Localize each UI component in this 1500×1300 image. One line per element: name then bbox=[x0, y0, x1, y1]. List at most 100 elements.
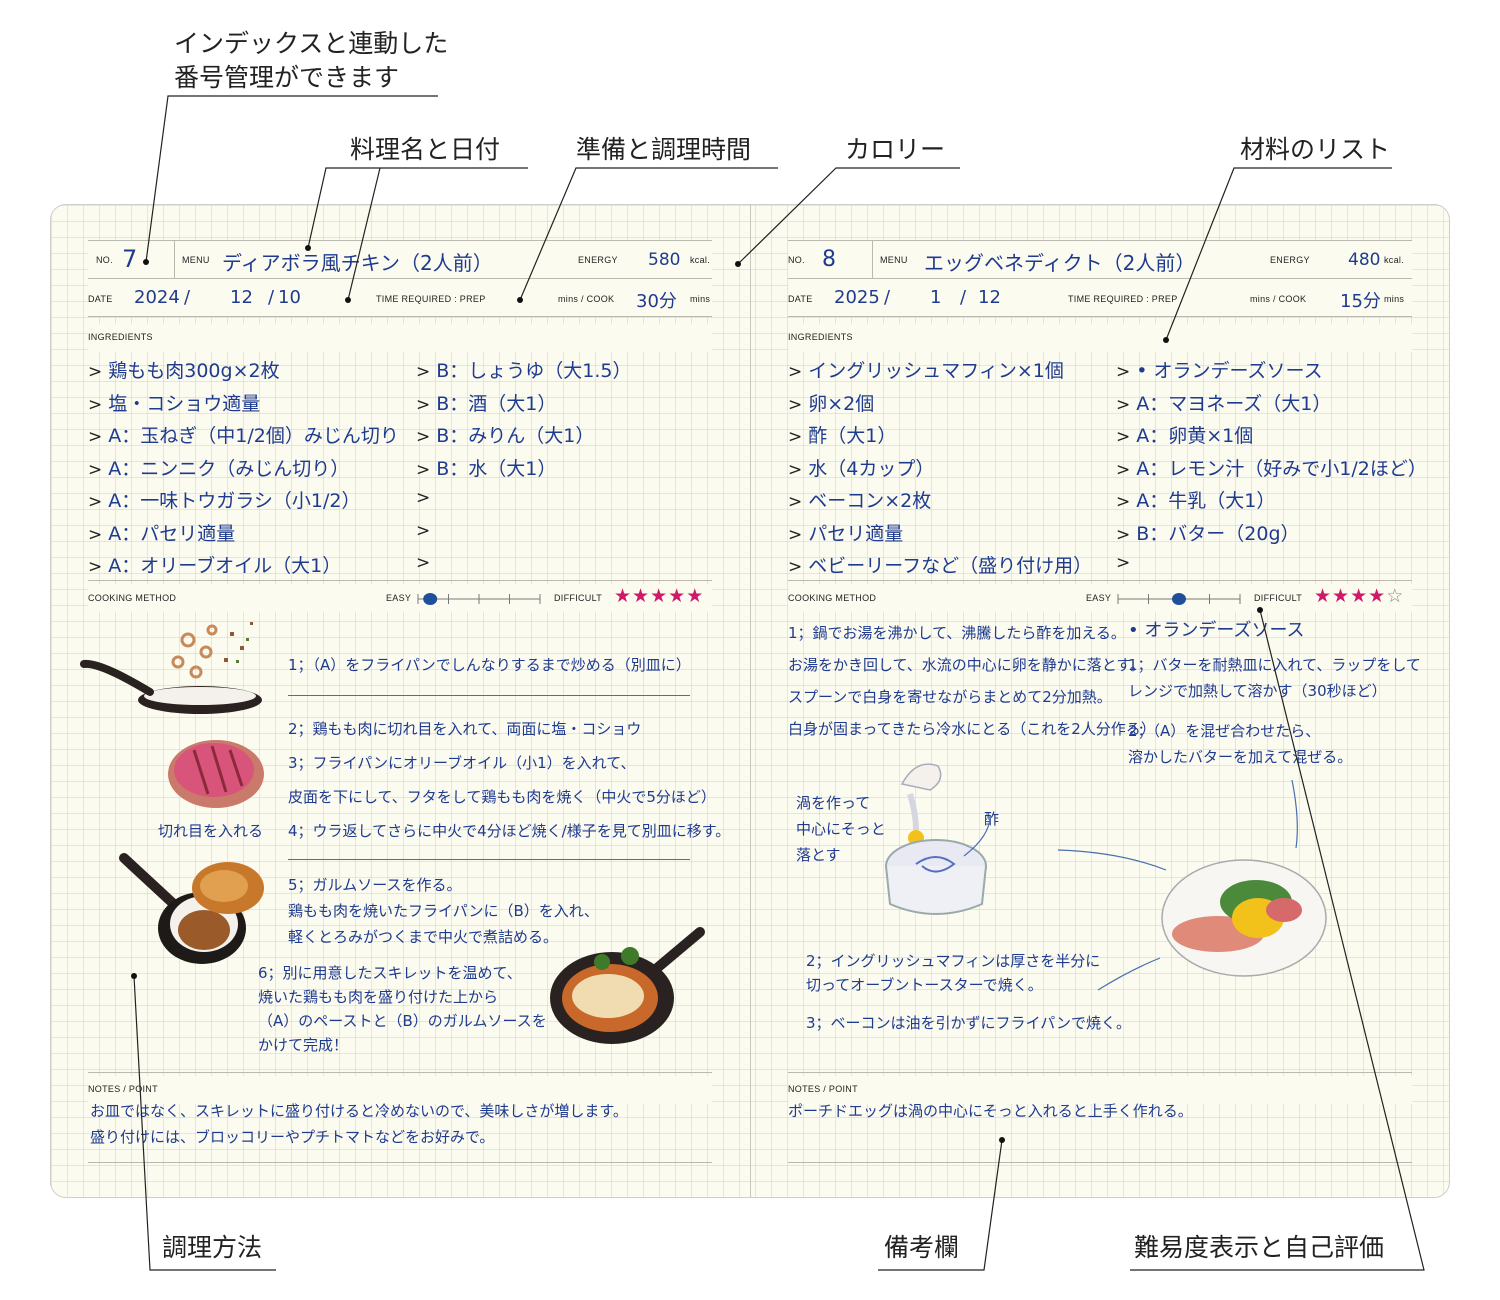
poach-note-a: 渦を作って bbox=[796, 794, 871, 812]
ingredient-item: >鶏もも肉300g×2枚 bbox=[88, 356, 280, 383]
ingredient-item: >ベーコン×2枚 bbox=[788, 486, 931, 513]
date-month[interactable]: 12 bbox=[230, 287, 253, 308]
difficulty-slider[interactable] bbox=[1114, 589, 1244, 609]
star-icon[interactable]: ★ bbox=[1332, 585, 1351, 607]
step-3a: 3；フライパンにオリーブオイル（小1）を入れて、 bbox=[288, 754, 636, 772]
divider bbox=[872, 241, 873, 278]
ingredient-text: A：オリーブオイル（大1） bbox=[108, 555, 342, 577]
prep-label: TIME REQUIRED : PREP bbox=[376, 294, 486, 304]
chevron-right-icon: > bbox=[1116, 362, 1131, 382]
menu-label: MENU bbox=[182, 255, 210, 265]
step-3: 3；ベーコンは油を引かずにフライパンで焼く。 bbox=[806, 1014, 1131, 1032]
date-year[interactable]: 2025 bbox=[834, 287, 880, 308]
star-icon[interactable]: ★ bbox=[686, 585, 705, 607]
recipe-number[interactable]: 7 bbox=[122, 245, 138, 273]
sauce-step-2a: 2；（A）を混ぜ合わせたら、 bbox=[1128, 722, 1321, 740]
chicken-illustration bbox=[168, 740, 264, 808]
chevron-right-icon: > bbox=[1116, 492, 1131, 512]
ingredient-text: 酢（大1） bbox=[808, 425, 897, 447]
star-icon[interactable]: ★ bbox=[668, 585, 687, 607]
callout-menu-date: 料理名と日付 bbox=[350, 135, 501, 164]
cook-label: mins / COOK bbox=[558, 294, 615, 304]
header-row-2: DATE 2025 / 1 / 12 TIME REQUIRED : PREP … bbox=[788, 278, 1412, 317]
notebook-spine bbox=[750, 204, 751, 1198]
chevron-right-icon: > bbox=[88, 459, 103, 480]
chevron-right-icon: > bbox=[788, 492, 803, 512]
rating-stars[interactable]: ★★★★☆ bbox=[1314, 585, 1404, 607]
date-day[interactable]: 12 bbox=[978, 287, 1001, 308]
sauce-title: • オランデーズソース bbox=[1128, 620, 1305, 641]
star-icon[interactable]: ★ bbox=[614, 585, 633, 607]
chevron-right-icon: > bbox=[88, 427, 103, 447]
photo-caption: 切れ目を入れる bbox=[158, 822, 264, 840]
date-year[interactable]: 2024 bbox=[134, 287, 180, 308]
method-header: COOKING METHOD EASY DIFFICULT ★★★★☆ bbox=[788, 584, 1412, 612]
easy-label: EASY bbox=[1086, 593, 1112, 603]
energy-value[interactable]: 480 bbox=[1348, 250, 1381, 270]
ingredient-item: > bbox=[416, 551, 436, 573]
step-divider bbox=[288, 695, 690, 696]
ingredient-item: >A：オリーブオイル（大1） bbox=[88, 551, 341, 578]
cook-label: mins / COOK bbox=[1250, 294, 1307, 304]
step-1: 1；（A）をフライパンでしんなりするまで炒める（別皿に） bbox=[288, 656, 691, 674]
callout-method: 調理方法 bbox=[162, 1233, 263, 1262]
date-sep-1: / bbox=[184, 287, 191, 308]
ingredient-text: A：マヨネーズ（大1） bbox=[1136, 392, 1332, 415]
step-1a: 1；鍋でお湯を沸かして、沸騰したら酢を加える。 bbox=[788, 624, 1126, 642]
difficult-label: DIFFICULT bbox=[1254, 593, 1303, 603]
cook-time[interactable]: 15分 bbox=[1340, 291, 1381, 312]
ingredient-text: パセリ適量 bbox=[808, 522, 904, 545]
ingredients-header: INGREDIENTS bbox=[88, 324, 712, 352]
mins-label: mins bbox=[690, 294, 711, 304]
chevron-right-icon: > bbox=[416, 520, 431, 541]
ingredient-item: >A：一味トウガラシ（小1/2） bbox=[88, 486, 360, 513]
sauce-step-1a: 1；バターを耐熱皿に入れて、ラップをして bbox=[1128, 656, 1421, 674]
step-2a: 2；イングリッシュマフィンは厚さを半分に bbox=[806, 952, 1101, 970]
skillet-sauce-illustration bbox=[119, 853, 264, 964]
section-rule bbox=[88, 1072, 712, 1073]
difficulty-slider[interactable] bbox=[414, 589, 544, 609]
callout-index-line1: インデックスと連動した bbox=[174, 29, 449, 58]
chevron-right-icon: > bbox=[1116, 394, 1131, 415]
rating-stars[interactable]: ★★★★★ bbox=[614, 585, 704, 607]
notes-text-2: 盛り付けには、ブロッコリーやプチトマトなどをお好みで。 bbox=[90, 1128, 495, 1146]
frying-pan-illustration bbox=[80, 622, 262, 714]
mins-label: mins bbox=[1384, 294, 1405, 304]
star-icon[interactable]: ★ bbox=[632, 585, 651, 607]
energy-value[interactable]: 580 bbox=[648, 250, 681, 270]
slider-knob[interactable] bbox=[423, 593, 438, 605]
ingredient-item: > bbox=[416, 519, 436, 541]
poaching-pot-illustration bbox=[885, 763, 987, 915]
no-label: NO. bbox=[788, 255, 805, 265]
energy-label: ENERGY bbox=[578, 255, 618, 265]
date-month[interactable]: 1 bbox=[930, 287, 942, 308]
ingredient-item: >• オランデーズソース bbox=[1116, 356, 1323, 383]
chevron-right-icon: > bbox=[416, 362, 431, 382]
cook-time[interactable]: 30分 bbox=[636, 291, 677, 312]
chevron-right-icon: > bbox=[88, 492, 103, 512]
star-icon[interactable]: ★ bbox=[1350, 585, 1369, 607]
menu-name[interactable]: エッグベネディクト（2人前） bbox=[924, 251, 1196, 275]
ingredient-item: >A：卵黄×1個 bbox=[1116, 421, 1253, 448]
step-6d: かけて完成！ bbox=[258, 1036, 349, 1054]
step-4: 4；ウラ返してさらに中火で4分ほど焼く/様子を見て別皿に移す。 bbox=[288, 822, 731, 840]
star-icon[interactable]: ★ bbox=[1368, 585, 1387, 607]
slider-knob[interactable] bbox=[1172, 593, 1186, 605]
star-icon[interactable]: ★ bbox=[1314, 585, 1333, 607]
recipe-number[interactable]: 8 bbox=[822, 247, 836, 272]
chevron-right-icon: > bbox=[1116, 427, 1131, 447]
finished-dish-illustration bbox=[550, 927, 705, 1044]
step-6b: 焼いた鶏もも肉を盛り付けた上から bbox=[258, 988, 499, 1006]
step-1b: お湯をかき回して、水流の中心に卵を静かに落とす。 bbox=[788, 656, 1145, 674]
notes-text-1: ポーチドエッグは渦の中心にそっと入れると上手く作れる。 bbox=[788, 1102, 1193, 1120]
callout-notes: 備考欄 bbox=[884, 1233, 960, 1262]
star-icon[interactable]: ★ bbox=[650, 585, 669, 607]
step-5a: 5；ガルムソースを作る。 bbox=[288, 876, 462, 894]
star-icon[interactable]: ☆ bbox=[1386, 585, 1405, 607]
ingredient-text: A：玉ねぎ（中1/2個）みじん切り bbox=[108, 425, 399, 447]
ingredient-text: A：一味トウガラシ（小1/2） bbox=[108, 490, 361, 512]
ingredient-text: ベーコン×2枚 bbox=[808, 490, 932, 512]
date-day[interactable]: 10 bbox=[278, 287, 301, 308]
sauce-step-1b: レンジで加熱して溶かす（30秒ほど） bbox=[1128, 682, 1387, 700]
